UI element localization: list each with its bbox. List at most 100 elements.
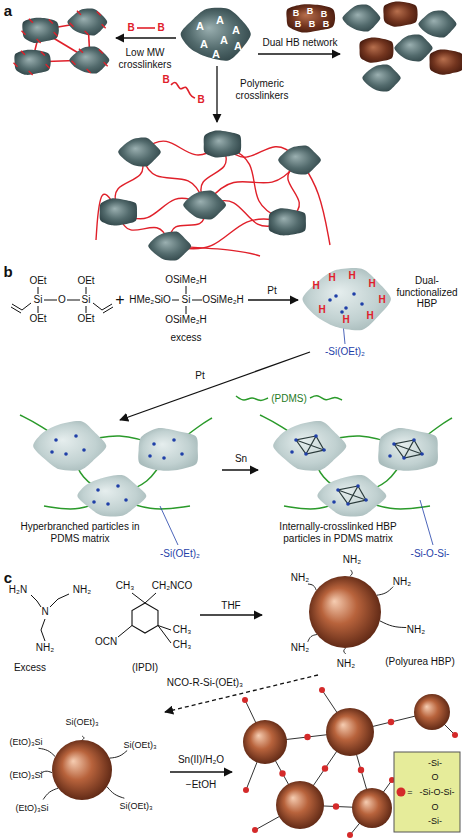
bond-line (93, 303, 102, 310)
arm-line (377, 587, 393, 596)
hbp-particle (138, 428, 198, 471)
ethoxysilyl-dot (162, 456, 166, 460)
crosslink-mark (71, 61, 75, 65)
crosslink-mark (102, 24, 106, 28)
product-label: Dual- functionalized HBP (394, 275, 460, 310)
particle-shape (286, 4, 335, 32)
panel-c (31, 570, 460, 838)
functional-group: B (323, 20, 330, 29)
group-label: -Si(OEt)₂ (160, 548, 200, 560)
compound-name: (IPDI) (132, 662, 158, 674)
functional-group: A (220, 35, 228, 46)
crosslink-mark (97, 12, 101, 16)
particle-blob (100, 198, 137, 225)
crosslink-mark (85, 31, 89, 35)
crosslinker-end: B (197, 94, 204, 106)
siloxane-dot (358, 767, 364, 773)
polymer-crosslinker (171, 82, 195, 98)
reagent-label: Polymeric crosslinkers (223, 78, 301, 101)
siloxane-dot (242, 697, 248, 703)
solvent-label: THF (221, 600, 240, 612)
particle-blob (67, 9, 107, 36)
bond-line (38, 287, 39, 294)
bond-line (103, 307, 113, 313)
reagent-note: Excess (14, 662, 46, 674)
bond-line (186, 286, 187, 294)
reaction-arrow (258, 53, 340, 54)
reagent-note: excess (170, 332, 201, 344)
bond-line (86, 306, 87, 313)
hbp-particle-symbol: BBBBBB (282, 2, 338, 34)
bond-line (67, 300, 80, 301)
bond-line (145, 593, 156, 603)
functional-group: H (348, 271, 355, 281)
bond-line (12, 304, 22, 310)
ethoxysilyl-dot (392, 442, 396, 446)
functional-group: H (368, 279, 375, 289)
particle-blob (22, 18, 59, 43)
functional-group: A (216, 15, 224, 26)
siloxane-dot (243, 787, 249, 793)
chain-label: (PDMS) (271, 393, 307, 405)
siloxane-dot (279, 770, 285, 776)
chem-label: N (41, 606, 48, 618)
chem-label: NH₂ (337, 658, 355, 670)
ethoxysilyl-dot (290, 450, 294, 454)
chem-label: CH₃ (173, 624, 192, 636)
bond-line (186, 306, 187, 314)
crosslink-mark (29, 71, 33, 75)
ethoxysilyl-dot (96, 488, 100, 492)
network-particle (243, 720, 287, 764)
legend-text: = (407, 787, 412, 797)
ethoxysilyl-dot (152, 442, 156, 446)
reagent-label: Low MW crosslinkers (109, 47, 181, 70)
hbp-particle (273, 421, 346, 471)
arm-line (308, 634, 317, 641)
pdms-chain (310, 396, 342, 400)
particle-blob (429, 49, 462, 74)
crosslink-mark (21, 31, 25, 35)
arm-line (380, 621, 406, 628)
hbp-particle (378, 428, 438, 471)
functional-group: B (321, 10, 328, 19)
reaction-arrow (120, 352, 310, 420)
route-label: Dual HB network (262, 37, 337, 49)
chem-label: OEt (77, 275, 94, 287)
chem-label: NH₂ (291, 642, 309, 654)
ethoxysilyl-dot (314, 434, 318, 438)
chem-label: NH₂ (36, 642, 54, 654)
chem-label: OCN (95, 636, 117, 648)
chem-label: OSiMe₂H (165, 314, 207, 326)
reaction-arrow (200, 614, 262, 615)
siloxane-dot (252, 827, 258, 833)
functional-group: H (328, 273, 335, 283)
ethoxysilyl-dot (344, 306, 348, 310)
chem-label: Si(OEt)₃ (65, 717, 98, 727)
crosslink-mark (46, 64, 50, 68)
bond-line (44, 300, 57, 301)
ethoxysilyl-dot (332, 500, 336, 504)
arm-line (344, 648, 346, 654)
siloxane-dot (388, 719, 394, 725)
panel-a (13, 2, 462, 261)
reaction-arrow (116, 37, 176, 38)
ethoxysilyl-dot (148, 454, 152, 458)
arm-line (350, 570, 352, 576)
chem-label: Si(OEt)₃ (119, 801, 152, 811)
siloxane-crosslink (394, 440, 422, 458)
ethoxysilyl-dot (346, 502, 350, 506)
ethoxysilyl-dot (356, 484, 360, 488)
chem-label: NH₂ (343, 554, 361, 566)
functional-group: A (234, 41, 242, 52)
bond-line (172, 300, 179, 301)
ethoxysilyl-dot (106, 502, 110, 506)
siloxane-crosslink (338, 486, 366, 504)
reaction-arrow (165, 675, 318, 712)
bond-line (192, 300, 202, 301)
siloxane-dot (347, 832, 353, 838)
ethoxysilyl-dot (82, 448, 86, 452)
network-particle (352, 788, 392, 828)
crosslink-mark (99, 50, 103, 54)
ethoxysilyl-dot (92, 500, 96, 504)
functional-group: B (309, 20, 316, 29)
